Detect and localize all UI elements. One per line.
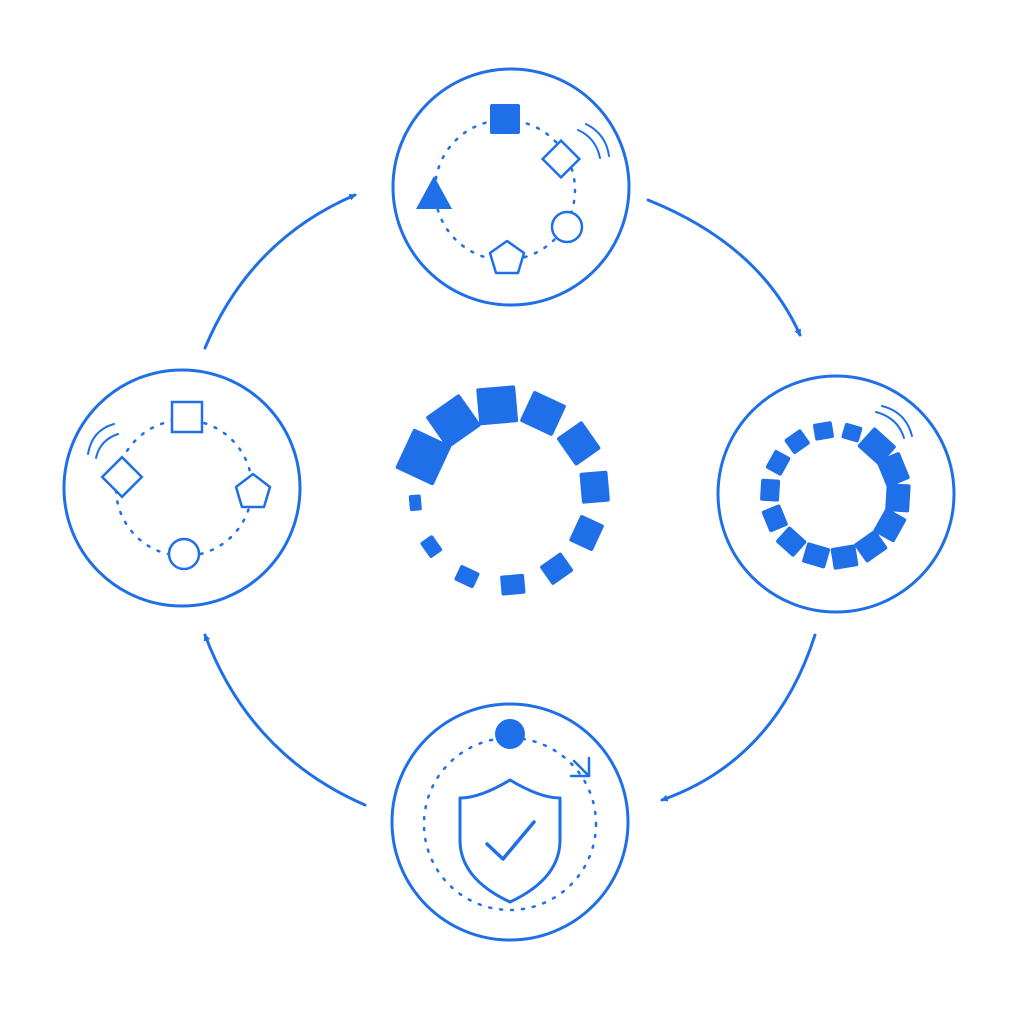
square-outline-icon	[170, 400, 204, 434]
spinner-segment	[454, 565, 480, 589]
spinner-segment	[857, 427, 896, 466]
shield-check-icon	[422, 719, 598, 912]
spinner-segment	[813, 421, 834, 441]
node-left-circle	[62, 368, 302, 608]
orbit-dot-icon	[495, 719, 525, 749]
spinner-segment	[784, 429, 810, 455]
diamond-outline-icon	[100, 455, 144, 499]
pentagon-outline-icon	[488, 239, 526, 275]
pentagon-outline-icon	[234, 472, 272, 509]
spinner-segment	[830, 544, 859, 570]
spinner-segment	[761, 504, 788, 533]
arrow-right-to-bottom	[660, 633, 817, 802]
square-filled-icon	[490, 104, 520, 134]
spinner-segment	[876, 452, 910, 488]
circle-outline-icon	[167, 537, 201, 571]
check-icon	[485, 820, 536, 861]
circle-outline-icon	[550, 210, 584, 244]
spinner-segment	[426, 394, 481, 449]
shapes-orbit-icon	[416, 104, 610, 275]
diamond-outline-icon	[540, 138, 582, 180]
arrow-bottom-to-left	[203, 633, 367, 807]
spinner-segment	[765, 449, 791, 476]
triangle-filled-icon	[416, 176, 452, 209]
loading-spinner-icon	[760, 421, 911, 570]
node-right	[716, 374, 956, 614]
node-top	[391, 67, 631, 307]
spinner-segment	[776, 526, 807, 557]
motion-lines-icon	[875, 405, 913, 439]
node-bottom-circle	[390, 702, 630, 942]
spinner-segment	[802, 542, 831, 569]
node-bottom	[390, 702, 630, 942]
node-left	[62, 368, 302, 608]
motion-lines-icon	[577, 123, 610, 159]
spinner-segment	[873, 508, 907, 543]
dotted-orbit-ring	[433, 118, 577, 262]
node-right-circle	[716, 374, 956, 614]
spinner-segment	[476, 385, 519, 426]
spinner-segment	[854, 530, 888, 563]
node-top-circle	[391, 67, 631, 307]
dotted-orbit-ring	[114, 418, 254, 558]
center-loading-spinner-icon	[395, 385, 610, 596]
spinner-segment	[557, 421, 601, 466]
corner-arrow-icon	[569, 756, 591, 778]
shield-icon	[458, 778, 562, 904]
dotted-orbit-ring	[422, 736, 598, 912]
spinner-segment	[520, 391, 566, 436]
shapes-orbit-icon	[87, 400, 272, 571]
spinner-segment	[500, 573, 526, 596]
spinner-segment	[395, 428, 452, 486]
spinner-segment	[420, 535, 443, 558]
spinner-segment	[841, 422, 863, 443]
motion-lines-icon	[87, 423, 119, 459]
spinner-segment	[569, 515, 604, 551]
arrow-top-to-right	[646, 198, 802, 337]
spinner-segment	[540, 552, 574, 585]
cycle-arrows	[203, 193, 817, 807]
arrow-left-to-top	[203, 193, 357, 350]
spinner-segment	[760, 478, 781, 502]
spinner-segment	[408, 494, 422, 512]
spinner-segment	[885, 483, 911, 513]
spinner-segment	[579, 470, 610, 504]
